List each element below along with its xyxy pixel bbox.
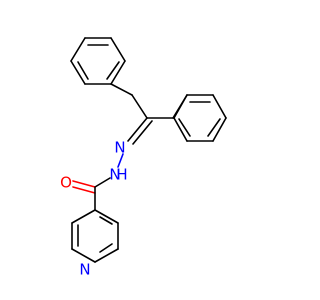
nh-hydrogen-label: H [116,166,127,184]
pyridine-ring-bond [94,209,119,224]
molecule-canvas: O N N H N [60,37,227,279]
nh-to-carbonyl-bond [94,177,111,188]
benzene-top-bond [110,60,126,85]
hydrazone-nitrogen-1-label: N [114,139,125,157]
n-n-single-bond [117,153,124,168]
pyridine-ring-bond [94,248,119,263]
pyridine-nitrogen-label: N [79,261,90,279]
benzene-top-double-bond [77,61,89,80]
benzene-right-double-bond [207,118,221,137]
benzene-top-bond [110,37,126,62]
benzene-top-bond [70,37,86,62]
benzyl-left-to-imine-carbon-bond [131,94,148,119]
benzene-top-double-bond [106,61,120,80]
pyridine-ring-bond [71,209,96,224]
benzene-right-double-bond [178,118,191,137]
oxygen-label: O [60,174,72,192]
pyridine-ring-bond [71,248,96,263]
atom-labels: O N N H N [60,139,128,279]
carbonyl-c-o-double-bond-1 [72,180,96,188]
carbonyl-c-o-double-bond-2 [72,186,96,194]
imine-c-n-double-bond-1 [127,117,148,142]
benzene-right-bond [212,117,227,142]
pyridine-double-bond [99,243,113,253]
molecule-structure: O N N H N [60,37,227,279]
benzene-right-bond [173,94,188,119]
imine-c-n-double-bond-2 [132,120,153,145]
benzene-right-bond [173,117,188,142]
hydrazone-nitrogen-2-label: N [109,166,120,184]
bond-layer [70,37,227,263]
benzyl-left-ch2-bond [110,83,133,96]
benzene-right-bond [212,94,227,119]
benzene-top-bond [70,60,86,85]
pyridine-double-bond [99,216,113,225]
